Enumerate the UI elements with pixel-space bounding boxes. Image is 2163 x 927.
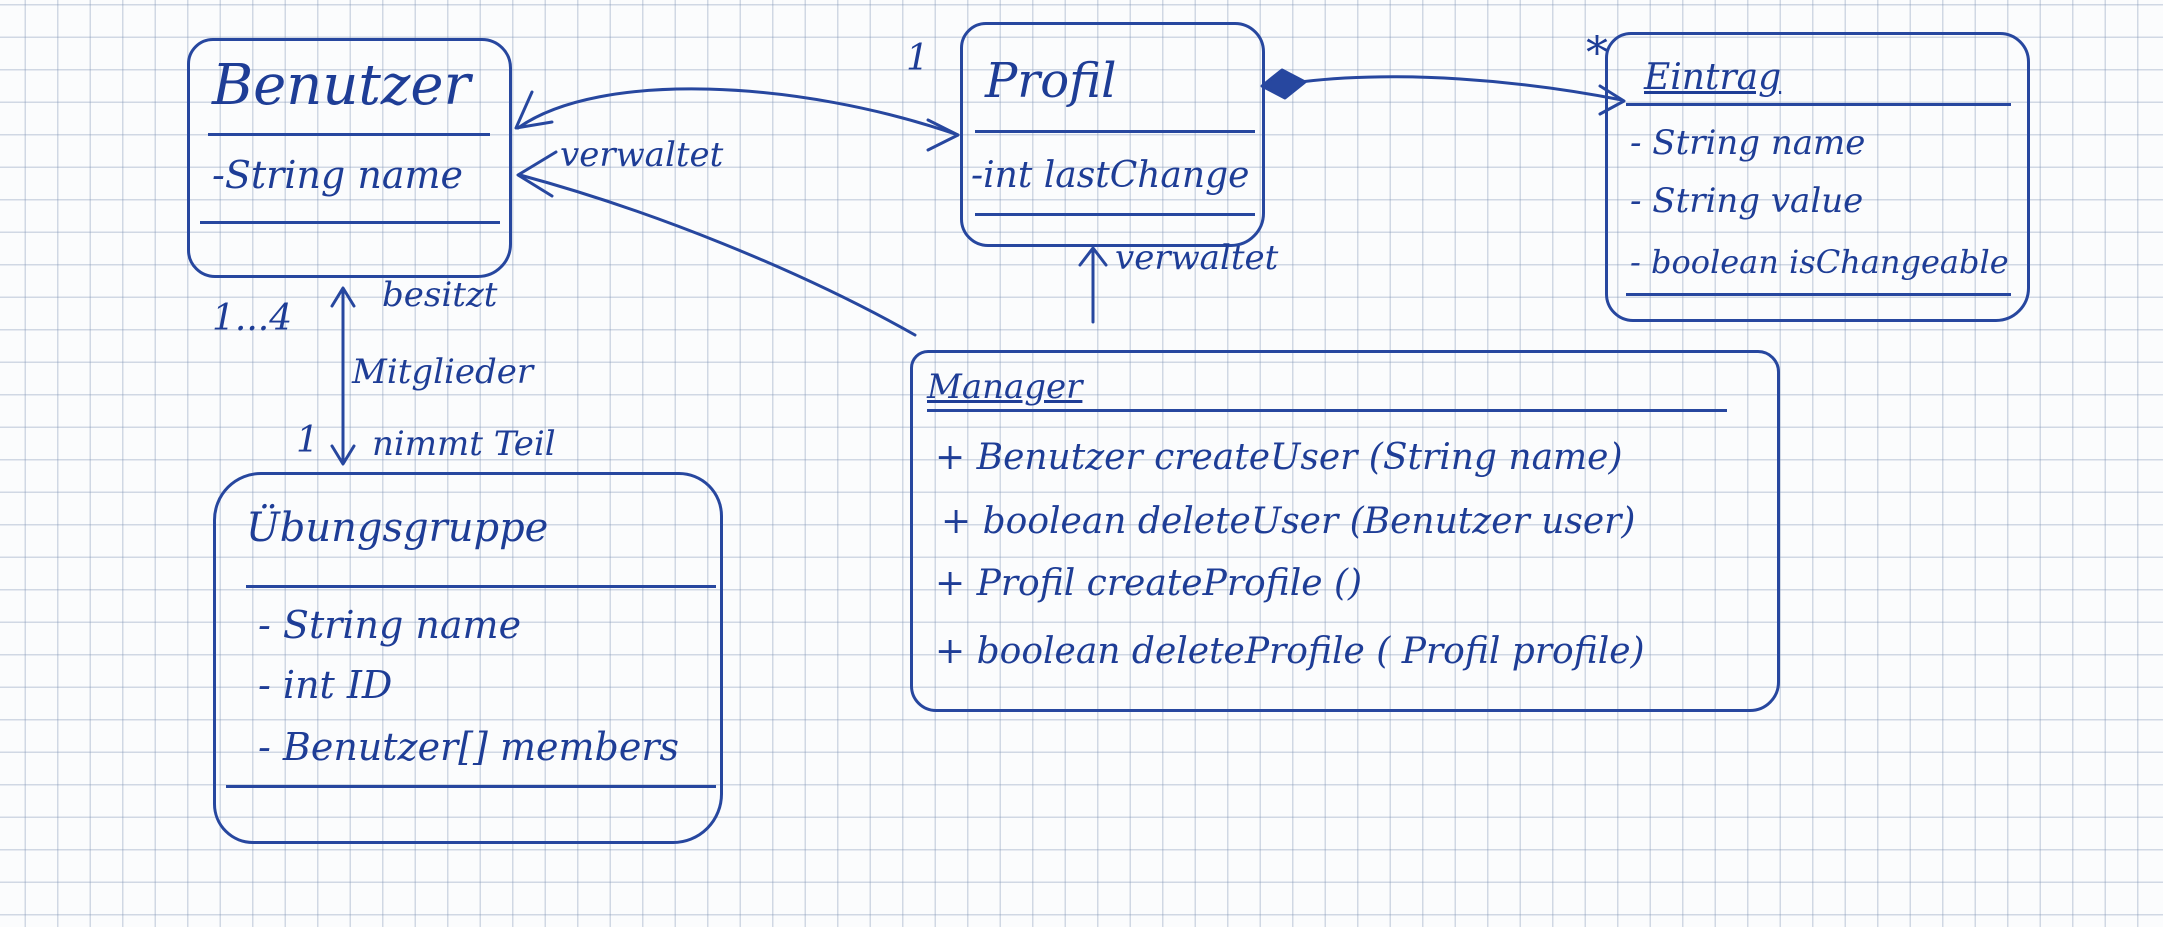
class-profil-divider — [975, 130, 1255, 133]
class-profil: Profil -int lastChange — [960, 22, 1265, 247]
class-uebungsgruppe-divider — [246, 585, 716, 588]
benutzer-profil-association — [516, 87, 960, 137]
composition-diamond — [1260, 68, 1307, 100]
class-manager: Manager + Benutzer createUser (String na… — [910, 350, 1780, 712]
multiplicity-benutzer: 1...4 — [212, 298, 293, 339]
class-uebungsgruppe-attribute: - int ID — [258, 663, 393, 707]
class-benutzer-name: Benutzer — [212, 53, 471, 118]
gruppe-arrowhead — [330, 444, 356, 466]
class-eintrag-attribute: - String value — [1630, 181, 1864, 221]
class-uebungsgruppe-divider — [226, 785, 716, 788]
class-eintrag: Eintrag - String name - String value - b… — [1605, 32, 2030, 322]
class-manager-name: Manager — [927, 367, 1083, 407]
benutzer-arrowhead-lower — [516, 150, 558, 198]
association-label-verwaltet-benutzer: verwaltet — [560, 135, 724, 175]
manager-benutzer-association — [518, 173, 917, 337]
class-profil-attribute: -int lastChange — [971, 155, 1250, 196]
class-uebungsgruppe-attribute: - Benutzer[] members — [258, 725, 679, 769]
class-manager-divider — [927, 409, 1727, 412]
profil-arrowhead — [926, 118, 960, 152]
class-profil-divider — [975, 213, 1255, 216]
class-benutzer-divider — [208, 133, 490, 136]
multiplicity-eintrag: * — [1586, 28, 1608, 79]
profil-arrowhead-bottom — [1078, 246, 1108, 267]
class-benutzer-divider — [200, 221, 500, 224]
benutzer-arrowhead-bottom — [330, 286, 356, 308]
eintrag-arrowhead — [1598, 84, 1626, 116]
class-uebungsgruppe-name: Übungsgruppe — [246, 505, 549, 551]
class-eintrag-divider — [1626, 293, 2011, 296]
class-eintrag-name: Eintrag — [1644, 57, 1782, 98]
multiplicity-profil: 1 — [906, 38, 929, 79]
association-label-mitglieder: Mitglieder — [352, 352, 534, 392]
class-eintrag-attribute: - boolean isChangeable — [1630, 243, 2009, 281]
class-manager-method: + Profil createProfile () — [935, 563, 1363, 604]
class-manager-method: + boolean deleteProfile ( Profil profile… — [935, 631, 1645, 672]
class-profil-name: Profil — [985, 53, 1117, 109]
class-uebungsgruppe: Übungsgruppe - String name - int ID - Be… — [213, 472, 723, 844]
association-label-verwaltet-profil: verwaltet — [1115, 238, 1279, 278]
class-manager-method: + Benutzer createUser (String name) — [935, 437, 1623, 478]
class-eintrag-attribute: - String name — [1630, 123, 1866, 163]
class-benutzer-attribute: -String name — [212, 153, 463, 197]
class-uebungsgruppe-attribute: - String name — [258, 603, 522, 647]
profil-eintrag-composition — [1298, 75, 1624, 102]
association-label-besitzt: besitzt — [382, 275, 498, 315]
class-benutzer: Benutzer -String name — [187, 38, 512, 278]
benutzer-arrowhead-top — [514, 90, 554, 130]
association-label-nimmt-teil: nimmt Teil — [372, 424, 556, 464]
class-manager-method: + boolean deleteUser (Benutzer user) — [941, 501, 1636, 542]
class-eintrag-divider — [1626, 103, 2011, 106]
multiplicity-gruppe: 1 — [296, 420, 319, 461]
